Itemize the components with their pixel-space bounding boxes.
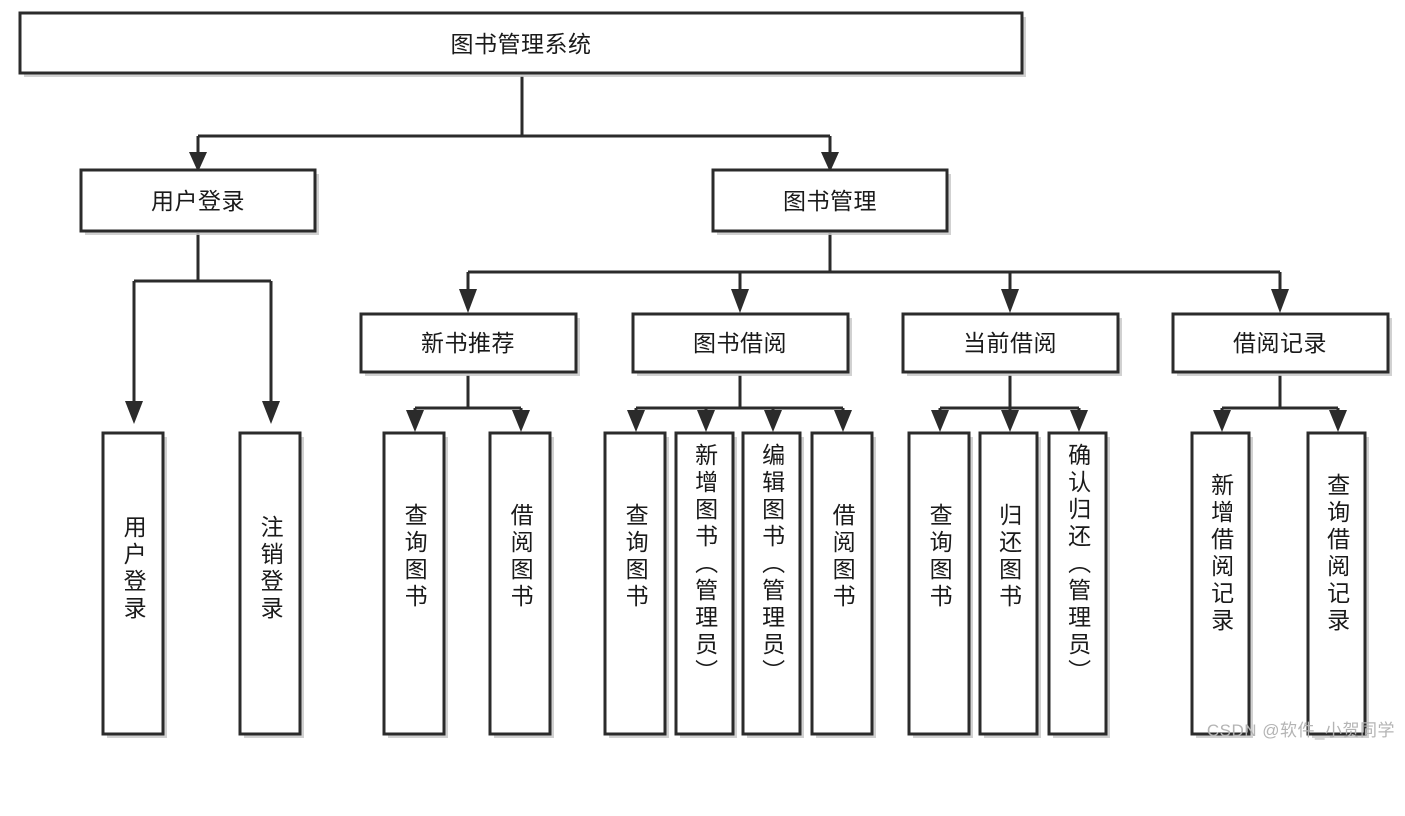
arrowhead-borrowrecord-leaf-1 — [1213, 410, 1231, 432]
arrowhead-user-login — [189, 152, 207, 172]
arrowhead-leaf-user-login — [125, 401, 143, 424]
arrowhead-currentborrow-leaf-2 — [1001, 410, 1019, 432]
leaf-rect-logout[interactable] — [238, 431, 302, 736]
node-current-borrow[interactable]: 当前借阅 — [901, 312, 1122, 376]
edge-layer — [125, 76, 1347, 432]
new-book-recommend-rect — [359, 312, 578, 374]
node-new-book-recommend[interactable]: 新书推荐 — [359, 312, 580, 376]
root-rect — [18, 11, 1024, 75]
node-book-management[interactable]: 图书管理 — [711, 168, 951, 235]
arrowhead-bookborrow-leaf-4 — [834, 410, 852, 432]
book-management-label: 图书管理 — [783, 188, 877, 214]
leaf-rect-bb-borrow[interactable] — [810, 431, 874, 736]
book-borrow-label: 图书借阅 — [693, 330, 787, 356]
arrowhead-borrowrecord-leaf-2 — [1329, 410, 1347, 432]
leaf-rect-newbook-query[interactable] — [382, 431, 446, 736]
diagram-canvas: 图书管理系统 用户登录 图书管理 新书推荐 图书借阅 当前借阅 — [18, 11, 1395, 740]
node-borrow-record[interactable]: 借阅记录 — [1171, 312, 1392, 376]
arrowhead-book-borrow — [731, 289, 749, 313]
flowchart-svg: 图书管理系统 用户登录 图书管理 新书推荐 图书借阅 当前借阅 — [18, 11, 1392, 738]
arrowhead-book-mgmt — [821, 152, 839, 172]
leaf-rect-cb-query[interactable] — [907, 431, 971, 736]
user-login-label: 用户登录 — [151, 188, 245, 214]
new-book-recommend-label: 新书推荐 — [421, 330, 515, 356]
arrowhead-leaf-logout — [262, 401, 280, 424]
arrowhead-newbook-leaf-2 — [512, 410, 530, 432]
node-book-borrow[interactable]: 图书借阅 — [631, 312, 852, 376]
leaf-rect-bb-add[interactable] — [674, 431, 735, 736]
arrowhead-borrow-record — [1271, 289, 1289, 313]
current-borrow-rect — [901, 312, 1120, 374]
borrow-record-label: 借阅记录 — [1233, 330, 1327, 356]
arrowhead-current-borrow — [1001, 289, 1019, 313]
arrowhead-bookborrow-leaf-1 — [627, 410, 645, 432]
arrowhead-currentborrow-leaf-3 — [1070, 410, 1088, 432]
leaf-rect-br-query[interactable] — [1306, 431, 1367, 736]
leaf-rect-cb-confirm[interactable] — [1047, 431, 1108, 736]
csdn-watermark: CSDN @软件_小贺同学 — [1206, 721, 1395, 740]
leaf-rect-bb-edit[interactable] — [741, 431, 802, 736]
leaf-rect-user-login[interactable] — [101, 431, 165, 736]
book-management-rect — [711, 168, 949, 233]
leaf-rect-newbook-borrow[interactable] — [488, 431, 552, 736]
arrowhead-bookborrow-leaf-2 — [697, 410, 715, 432]
leaf-rect-br-add[interactable] — [1190, 431, 1251, 736]
arrowhead-new-book — [459, 289, 477, 313]
node-user-login[interactable]: 用户登录 — [79, 168, 319, 235]
leaf-boxes — [101, 431, 1369, 738]
arrowhead-bookborrow-leaf-3 — [764, 410, 782, 432]
node-root[interactable]: 图书管理系统 — [18, 11, 1026, 77]
current-borrow-label: 当前借阅 — [963, 330, 1057, 356]
user-login-rect — [79, 168, 317, 233]
book-borrow-rect — [631, 312, 850, 374]
root-label: 图书管理系统 — [451, 31, 592, 57]
arrowhead-currentborrow-leaf-1 — [931, 410, 949, 432]
arrowhead-newbook-leaf-1 — [406, 410, 424, 432]
leaf-rect-bb-query[interactable] — [603, 431, 667, 736]
borrow-record-rect — [1171, 312, 1390, 374]
leaf-rect-cb-return[interactable] — [978, 431, 1039, 736]
